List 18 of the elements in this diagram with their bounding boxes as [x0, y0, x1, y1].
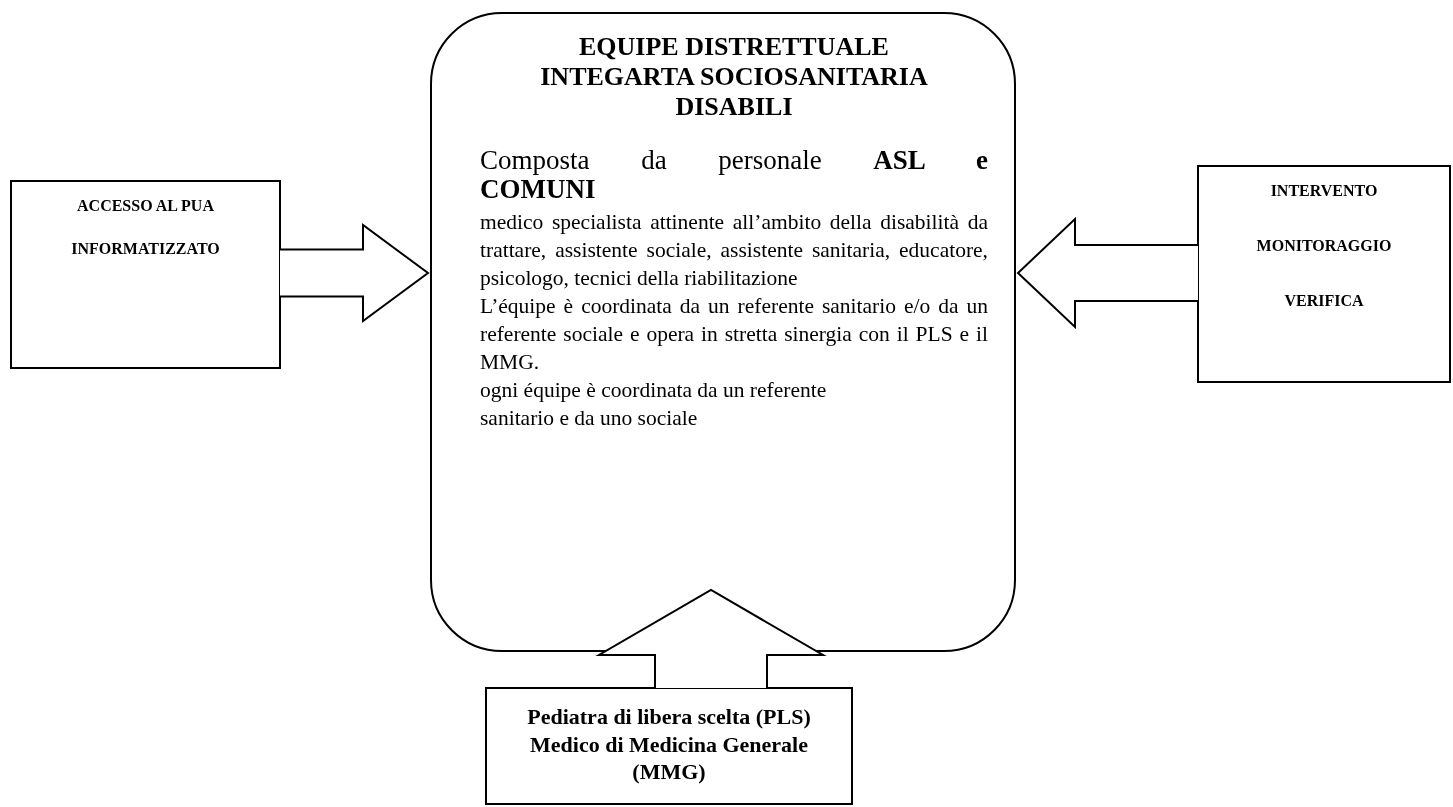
text-box — [10, 180, 281, 369]
text: MONITORAGGIO — [1255, 236, 1393, 256]
block-arrow — [279, 223, 430, 323]
text: INTERVENTO — [1269, 181, 1379, 201]
block-arrow — [1016, 216, 1199, 330]
text: Composta da personale ASL e COMUNI — [480, 145, 988, 206]
text: Medico di Medicina Generale (MMG) — [529, 730, 809, 786]
text-box — [485, 687, 853, 805]
text: INFORMATIZZATO — [70, 239, 221, 259]
block-arrow — [595, 588, 827, 689]
text: Pediatra di libera scelta (PLS) — [526, 703, 812, 731]
text: ACCESSO AL PUA — [76, 196, 215, 216]
text: VERIFICA — [1283, 291, 1365, 311]
text: L’équipe è coordinata da un referente sanitario e/o da un referente sociale e opera in stretta sinergia con il PLS e il MMG. — [480, 292, 988, 376]
text-box — [1197, 165, 1451, 383]
text: medico specialista attinente all’ambito della disabilità da trattare, assistente sociale, assistente sanitaria, educatore, psicologo, tecnici della riabilitazione — [480, 209, 988, 292]
text: ogni équipe è coordinata da un referente sanitario e da uno sociale — [480, 376, 828, 432]
heading: EQUIPE DISTRETTUALE INTEGARTA SOCIOSANITARIA DISABILI — [539, 32, 929, 122]
